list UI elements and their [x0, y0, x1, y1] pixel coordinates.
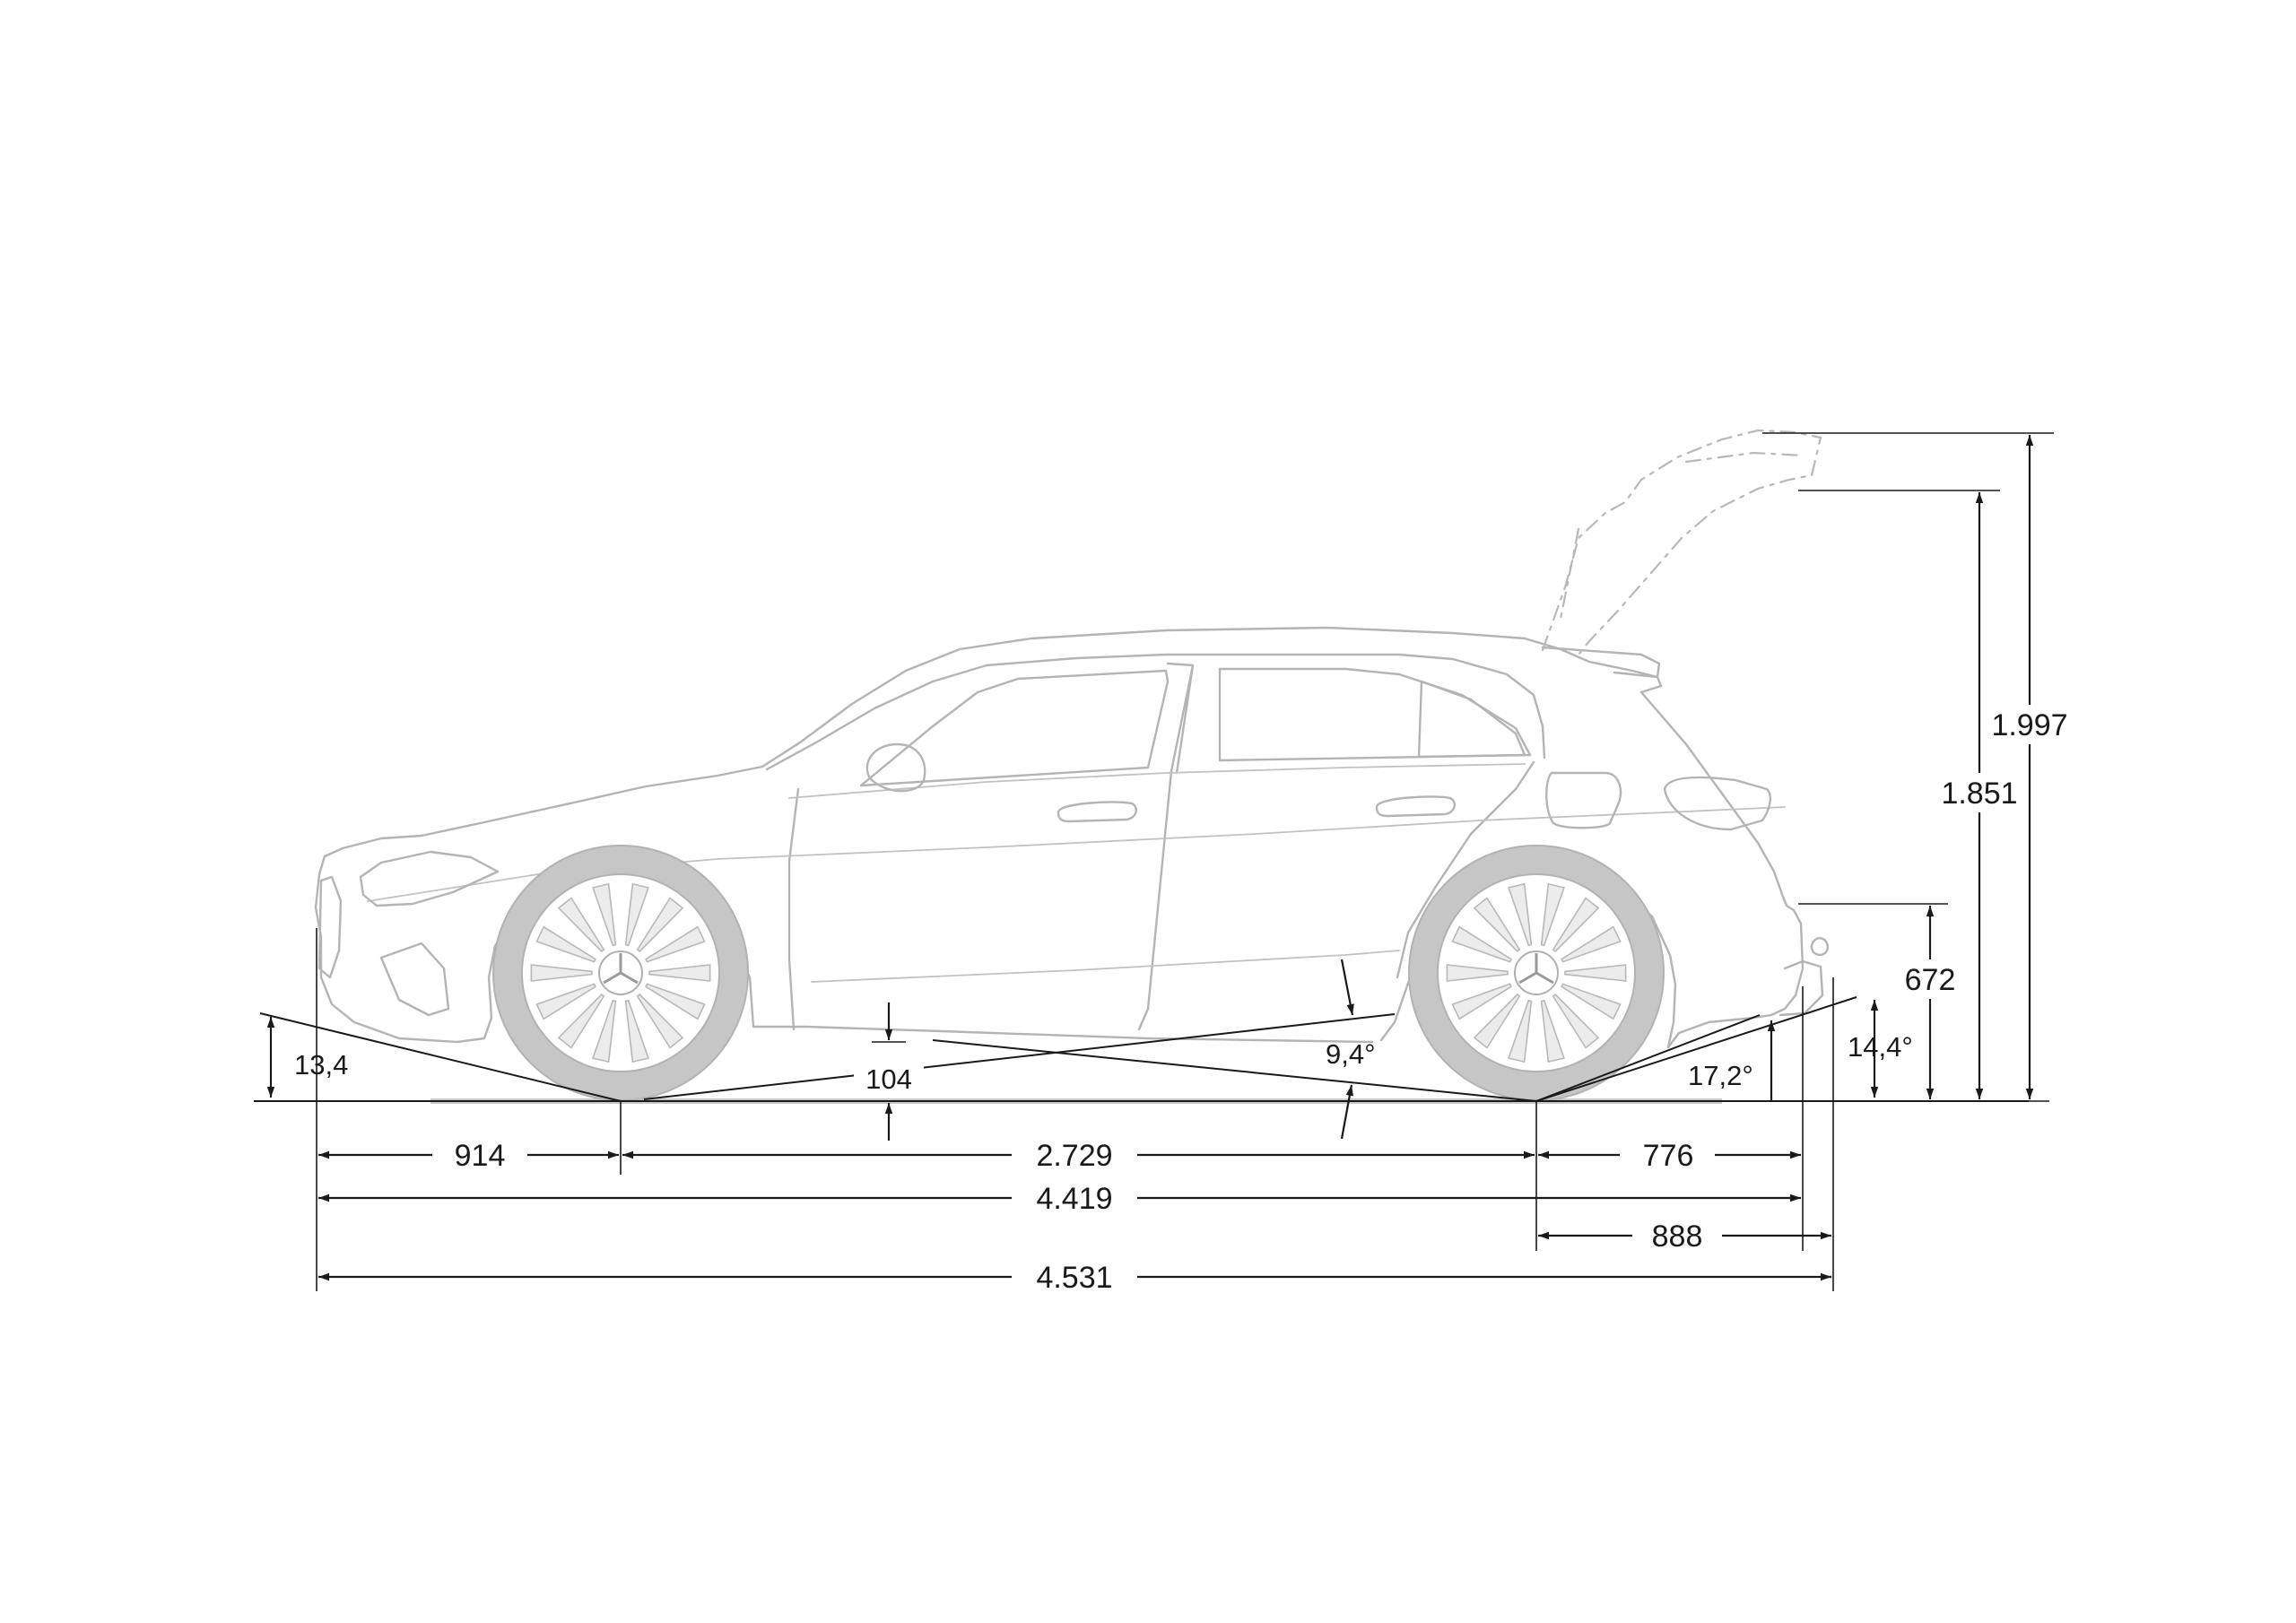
- ground-clearance-label: 104: [865, 1063, 912, 1095]
- wheel-spoke: [624, 999, 649, 1063]
- car-fuel-flap: [1545, 771, 1622, 829]
- car-open-tailgate-inner: [1559, 451, 1805, 621]
- ground-and-angle-lines: [254, 432, 2054, 1291]
- wheel-spoke: [1446, 964, 1509, 982]
- wheel-spoke: [636, 993, 684, 1049]
- wheel-spoke: [535, 983, 596, 1020]
- car-tail-light: [1663, 776, 1771, 831]
- wheel-spoke: [1451, 925, 1512, 963]
- wheel-spoke: [1451, 983, 1512, 1020]
- wheel-spoke: [645, 925, 706, 963]
- wheel-spoke: [624, 882, 649, 947]
- wheel-spoke: [1561, 983, 1622, 1020]
- car-rear-door-line: [1396, 760, 1535, 979]
- wheel-spoke: [636, 897, 684, 953]
- car-headlight: [359, 850, 500, 907]
- car-front-door-line: [787, 787, 800, 1031]
- wheel-spoke: [1508, 882, 1533, 947]
- car-side-view: [314, 429, 1829, 1104]
- car-open-tailgate: [1541, 429, 1822, 656]
- car-b-pillar: [1137, 662, 1195, 1031]
- wheel-spoke: [1564, 964, 1627, 982]
- wheel-spoke: [535, 925, 596, 963]
- length-label: 4.419: [1036, 1182, 1112, 1216]
- rear-overhang-towbar-label: 888: [1652, 1219, 1703, 1254]
- car-rear-door-handle: [1375, 795, 1456, 818]
- approach-angle-line: [259, 1012, 622, 1102]
- height-tailgate-open-label: 1.997: [1991, 708, 2067, 742]
- car-front-window: [859, 669, 1170, 787]
- length-towbar-label: 4.531: [1036, 1261, 1112, 1295]
- departure-angle-label: 17,2°: [1688, 1060, 1753, 1091]
- departure-angle-line: [1535, 1014, 1761, 1102]
- wheelbase-label: 2.729: [1036, 1139, 1112, 1173]
- car-towbar: [1779, 959, 1824, 1017]
- car-front-grille: [317, 875, 343, 979]
- car-front-air-intake: [379, 942, 450, 1017]
- departure-angle-towbar-label: 14,4°: [1848, 1031, 1913, 1063]
- wheel-spoke: [1552, 897, 1600, 953]
- car-side-mirror: [865, 742, 926, 793]
- ramp-angle-line-rear: [932, 1039, 1537, 1102]
- car-rear-window: [1218, 667, 1532, 762]
- front-wheel: [492, 845, 749, 1101]
- car-lower-line: [811, 950, 1400, 983]
- car-roof-line: [765, 653, 1546, 771]
- approach-angle-label: 13,4: [294, 1049, 348, 1081]
- dimension-labels: 914 2.729 776 4.419 888 4.531 1.997 1.85…: [294, 705, 2072, 1297]
- car-towbar-ball: [1810, 937, 1829, 957]
- wheel-spoke: [1473, 993, 1521, 1049]
- car-belt-line: [788, 763, 1526, 799]
- wheel-spoke: [1552, 993, 1600, 1049]
- wheel-spoke: [557, 897, 605, 953]
- ramp-angle-label: 9,4°: [1326, 1038, 1376, 1070]
- wheel-spoke: [530, 964, 593, 982]
- wheel-spoke: [592, 882, 617, 947]
- ramp-angle-arrow-top: [1340, 959, 1354, 1016]
- wheel-spoke: [1473, 897, 1521, 953]
- wheel-spoke: [648, 964, 711, 982]
- loading-sill-label: 672: [1905, 963, 1956, 997]
- car-rear-spoiler: [1541, 646, 1661, 679]
- wheel-spoke: [557, 993, 605, 1049]
- wheel-spoke: [1561, 925, 1622, 963]
- wheel-spoke: [1540, 999, 1565, 1063]
- car-front-door-handle: [1057, 801, 1137, 823]
- front-overhang-label: 914: [455, 1139, 506, 1173]
- wheel-spoke: [645, 983, 706, 1020]
- rear-wheel: [1408, 845, 1665, 1101]
- wheel-spoke: [1540, 882, 1565, 947]
- ramp-angle-line-front: [643, 1013, 1396, 1100]
- wheel-spoke: [1508, 999, 1533, 1063]
- height-label: 1.851: [1941, 777, 2017, 811]
- wheel-spoke: [592, 999, 617, 1063]
- rear-overhang-label: 776: [1643, 1139, 1694, 1173]
- ramp-angle-arrow-bottom: [1340, 1084, 1353, 1140]
- car-rear-quarter-window: [1417, 680, 1526, 759]
